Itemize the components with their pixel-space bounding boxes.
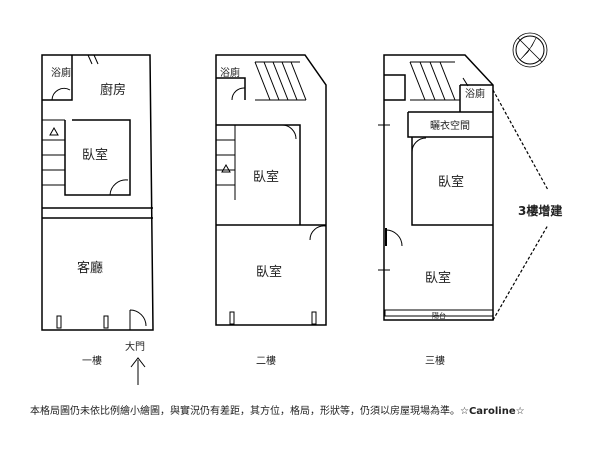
floor-3-bedroom-upper-label: 臥室: [438, 174, 464, 190]
compass-icon: [512, 32, 548, 68]
footer-note: 本格局圖仍未依比例繪小繪圖，與實況仍有差距，其方位，格局，形狀等，仍須以房屋現場…: [30, 402, 590, 417]
floor-1-plan: [41, 54, 154, 331]
floor-3-label: 三樓: [425, 354, 445, 367]
floor-3-stairs: [409, 61, 460, 101]
floor-1-outline: [41, 54, 154, 331]
floor-1-bath-door: [51, 87, 71, 101]
signature: ☆Caroline☆: [460, 406, 525, 417]
floor-1-stairs: [42, 139, 65, 186]
floor-3-closet-label: 曬衣空間: [430, 119, 470, 132]
up-arrow-icon: [130, 357, 146, 385]
floor-2-stairs: [254, 61, 307, 101]
floor-3-extension-bracket: [492, 89, 549, 321]
floor-3-plan: [378, 54, 549, 321]
floor-1-kitchen-label: 廚房: [100, 82, 126, 98]
floor-1-living-label: 客廳: [77, 260, 103, 276]
floor-2-plan: [215, 54, 327, 326]
floor-3-outline: [383, 54, 494, 321]
floor-2-bath-label: 浴廁: [220, 66, 240, 79]
floor-3-bath-label: 浴廁: [465, 87, 485, 100]
floor-3-bedroom-lower-label: 臥室: [425, 270, 451, 286]
floor-2-inner-stairs: [216, 125, 236, 200]
disclaimer-text: 本格局圖仍未依比例繪小繪圖，與實況仍有差距，其方位，格局，形狀等，仍須以房屋現場…: [30, 406, 460, 417]
floor-3-extension-annotation: 3樓增建: [518, 203, 563, 218]
floor-1-main-door: [129, 309, 147, 330]
floor-1-bedroom-label: 臥室: [82, 147, 108, 163]
floor-1-entrance-label: 大門: [125, 340, 145, 353]
floor-3-balcony-label: 陽台: [432, 311, 446, 320]
floor-1-label: 一樓: [82, 354, 102, 367]
floor-2-label: 二樓: [256, 354, 276, 367]
floor-1-bath-label: 浴廁: [51, 66, 71, 79]
floor-2-outline: [215, 54, 327, 326]
floor-2-bedroom-upper-label: 臥室: [253, 169, 279, 185]
floor-2-bedroom-lower-label: 臥室: [256, 264, 282, 280]
